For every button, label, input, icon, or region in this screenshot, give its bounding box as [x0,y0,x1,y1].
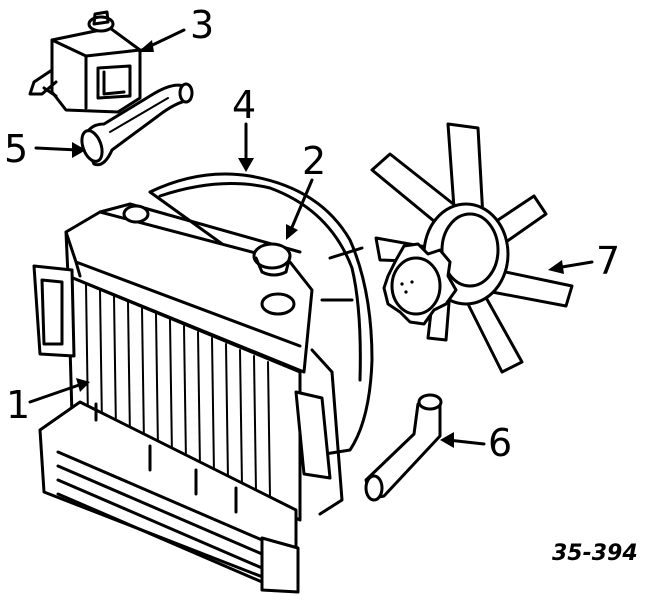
reservoir-tank [28,10,142,114]
callout-4: 4 [232,83,256,127]
lower-hose [364,393,443,502]
upper-hose [80,82,194,167]
cooling-fan [370,122,574,374]
callout-3: 3 [190,3,214,47]
callout-6: 6 [488,421,512,465]
fan-shroud [148,172,374,460]
reference-number: 35-394 [552,541,638,566]
callout-5: 5 [4,127,28,171]
leader-arrows [28,28,594,448]
callout-2: 2 [302,139,326,183]
callout-1: 1 [6,383,30,427]
radiator [32,202,344,594]
callout-7: 7 [596,239,620,283]
